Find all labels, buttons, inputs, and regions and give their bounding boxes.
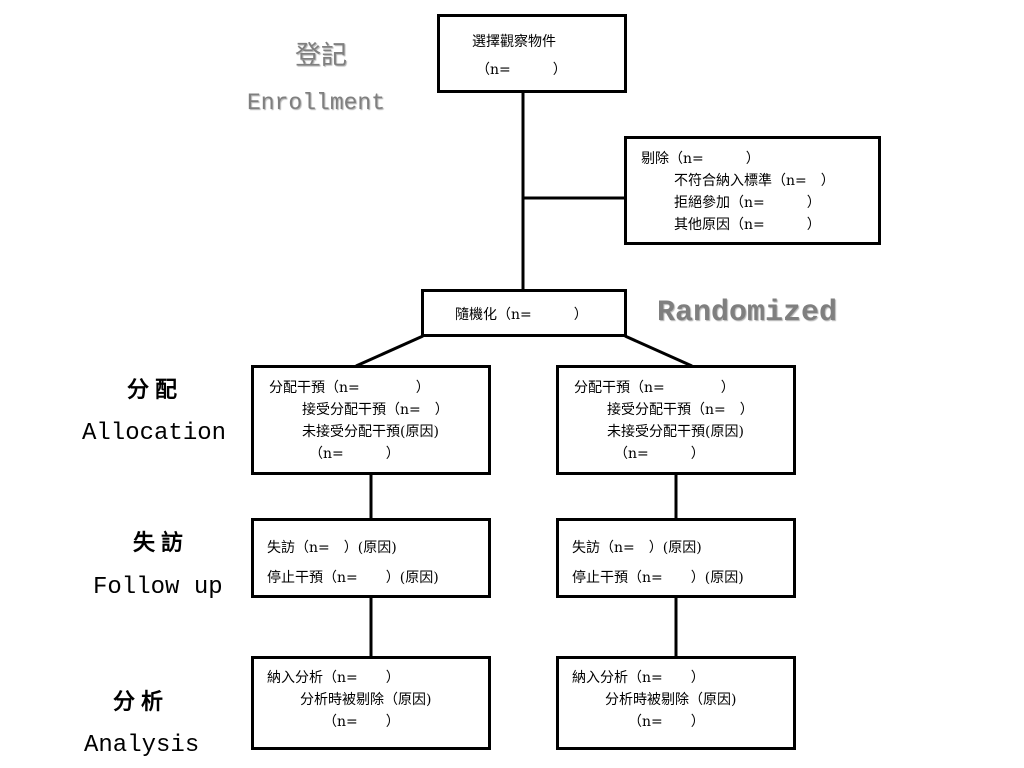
analysis-left-excluded-count: （n= ） [323,714,400,730]
stage-allocation-cn: 分配 [126,377,183,403]
allocation-right-received: 接受分配干預（n= ） [607,402,754,418]
stage-analysis-cn: 分析 [112,689,169,715]
allocation-left-not-received-count: （n= ） [309,446,400,462]
stage-allocation-en: Allocation [82,420,227,447]
randomized-count: 隨機化（n= ） [455,307,588,323]
allocation-left-box: 分配干預（n= ） 接受分配干預（n= ） 未接受分配干預(原因) （n= ） [251,365,491,475]
stage-followup-en: Follow up [93,574,223,601]
followup-left-box: 失訪（n= ）(原因) 停止干預（n= ）(原因) [251,518,491,598]
stage-followup-cn: 失訪 [132,530,189,556]
assessed-count: （n= ） [476,62,567,78]
analysis-right-analysed: 納入分析（n= ） [572,670,705,686]
analysis-left-analysed: 納入分析（n= ） [267,670,400,686]
followup-left-discontinued: 停止干預（n= ）(原因) [267,570,439,586]
allocation-right-not-received-count: （n= ） [614,446,705,462]
followup-right-box: 失訪（n= ）(原因) 停止干預（n= ）(原因) [556,518,796,598]
allocation-right-total: 分配干預（n= ） [574,380,735,396]
stage-enrollment-en: Enrollment [247,90,386,116]
allocation-left-not-received: 未接受分配干預(原因) [302,424,439,440]
allocation-left-received: 接受分配干預（n= ） [302,402,449,418]
allocation-left-total: 分配干預（n= ） [269,380,430,396]
assessed-box: 選擇觀察物件 （n= ） [437,14,627,93]
connector-randomized-to-right [624,334,693,368]
stage-randomized-en: Randomized [657,296,838,330]
followup-right-lost: 失訪（n= ）(原因) [572,540,702,556]
stage-enrollment-cn: 登記 [294,41,347,71]
allocation-right-not-received: 未接受分配干預(原因) [607,424,744,440]
excluded-total: 剔除（n= ） [641,151,760,167]
allocation-right-box: 分配干預（n= ） 接受分配干預（n= ） 未接受分配干預(原因) （n= ） [556,365,796,475]
excluded-not-meeting-criteria: 不符合納入標準（n= ） [674,173,835,189]
analysis-right-excluded-count: （n= ） [628,714,705,730]
analysis-right-box: 納入分析（n= ） 分析時被剔除（原因) （n= ） [556,656,796,750]
followup-left-lost: 失訪（n= ）(原因) [267,540,397,556]
stage-analysis-en: Analysis [84,732,200,759]
connector-randomized-to-left [355,334,424,368]
followup-right-discontinued: 停止干預（n= ）(原因) [572,570,744,586]
excluded-declined: 拒絕參加（n= ） [674,195,821,211]
excluded-other-reasons: 其他原因（n= ） [674,217,821,233]
randomized-box: 隨機化（n= ） [421,289,627,337]
assessed-label: 選擇觀察物件 [472,34,556,50]
analysis-right-excluded: 分析時被剔除（原因) [605,692,737,708]
analysis-left-excluded: 分析時被剔除（原因) [300,692,432,708]
excluded-box: 剔除（n= ） 不符合納入標準（n= ） 拒絕參加（n= ） 其他原因（n= ） [624,136,881,245]
analysis-left-box: 納入分析（n= ） 分析時被剔除（原因) （n= ） [251,656,491,750]
